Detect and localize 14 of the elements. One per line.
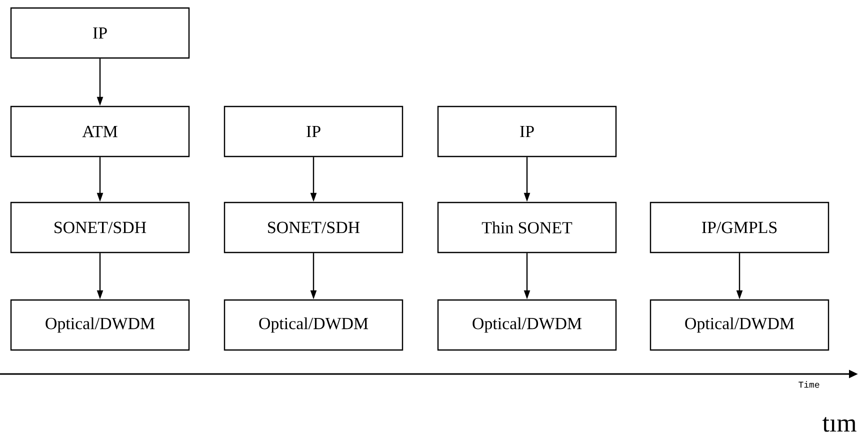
- layer-box: SONET/SDH: [224, 202, 404, 254]
- layer-box: ATM: [10, 106, 190, 158]
- layer-box: Thin SONET: [437, 202, 617, 254]
- layer-box: IP: [10, 7, 190, 59]
- axis-label: Time: [798, 381, 820, 388]
- layer-box: IP/GMPLS: [650, 202, 830, 254]
- caption-text: tım: [822, 416, 856, 432]
- layer-box: SONET/SDH: [10, 202, 190, 254]
- layer-box: Optical/DWDM: [224, 299, 404, 351]
- layer-box: Optical/DWDM: [10, 299, 190, 351]
- layer-box: IP: [437, 106, 617, 158]
- layer-box: Optical/DWDM: [650, 299, 830, 351]
- layer-box: IP: [224, 106, 404, 158]
- layer-box: Optical/DWDM: [437, 299, 617, 351]
